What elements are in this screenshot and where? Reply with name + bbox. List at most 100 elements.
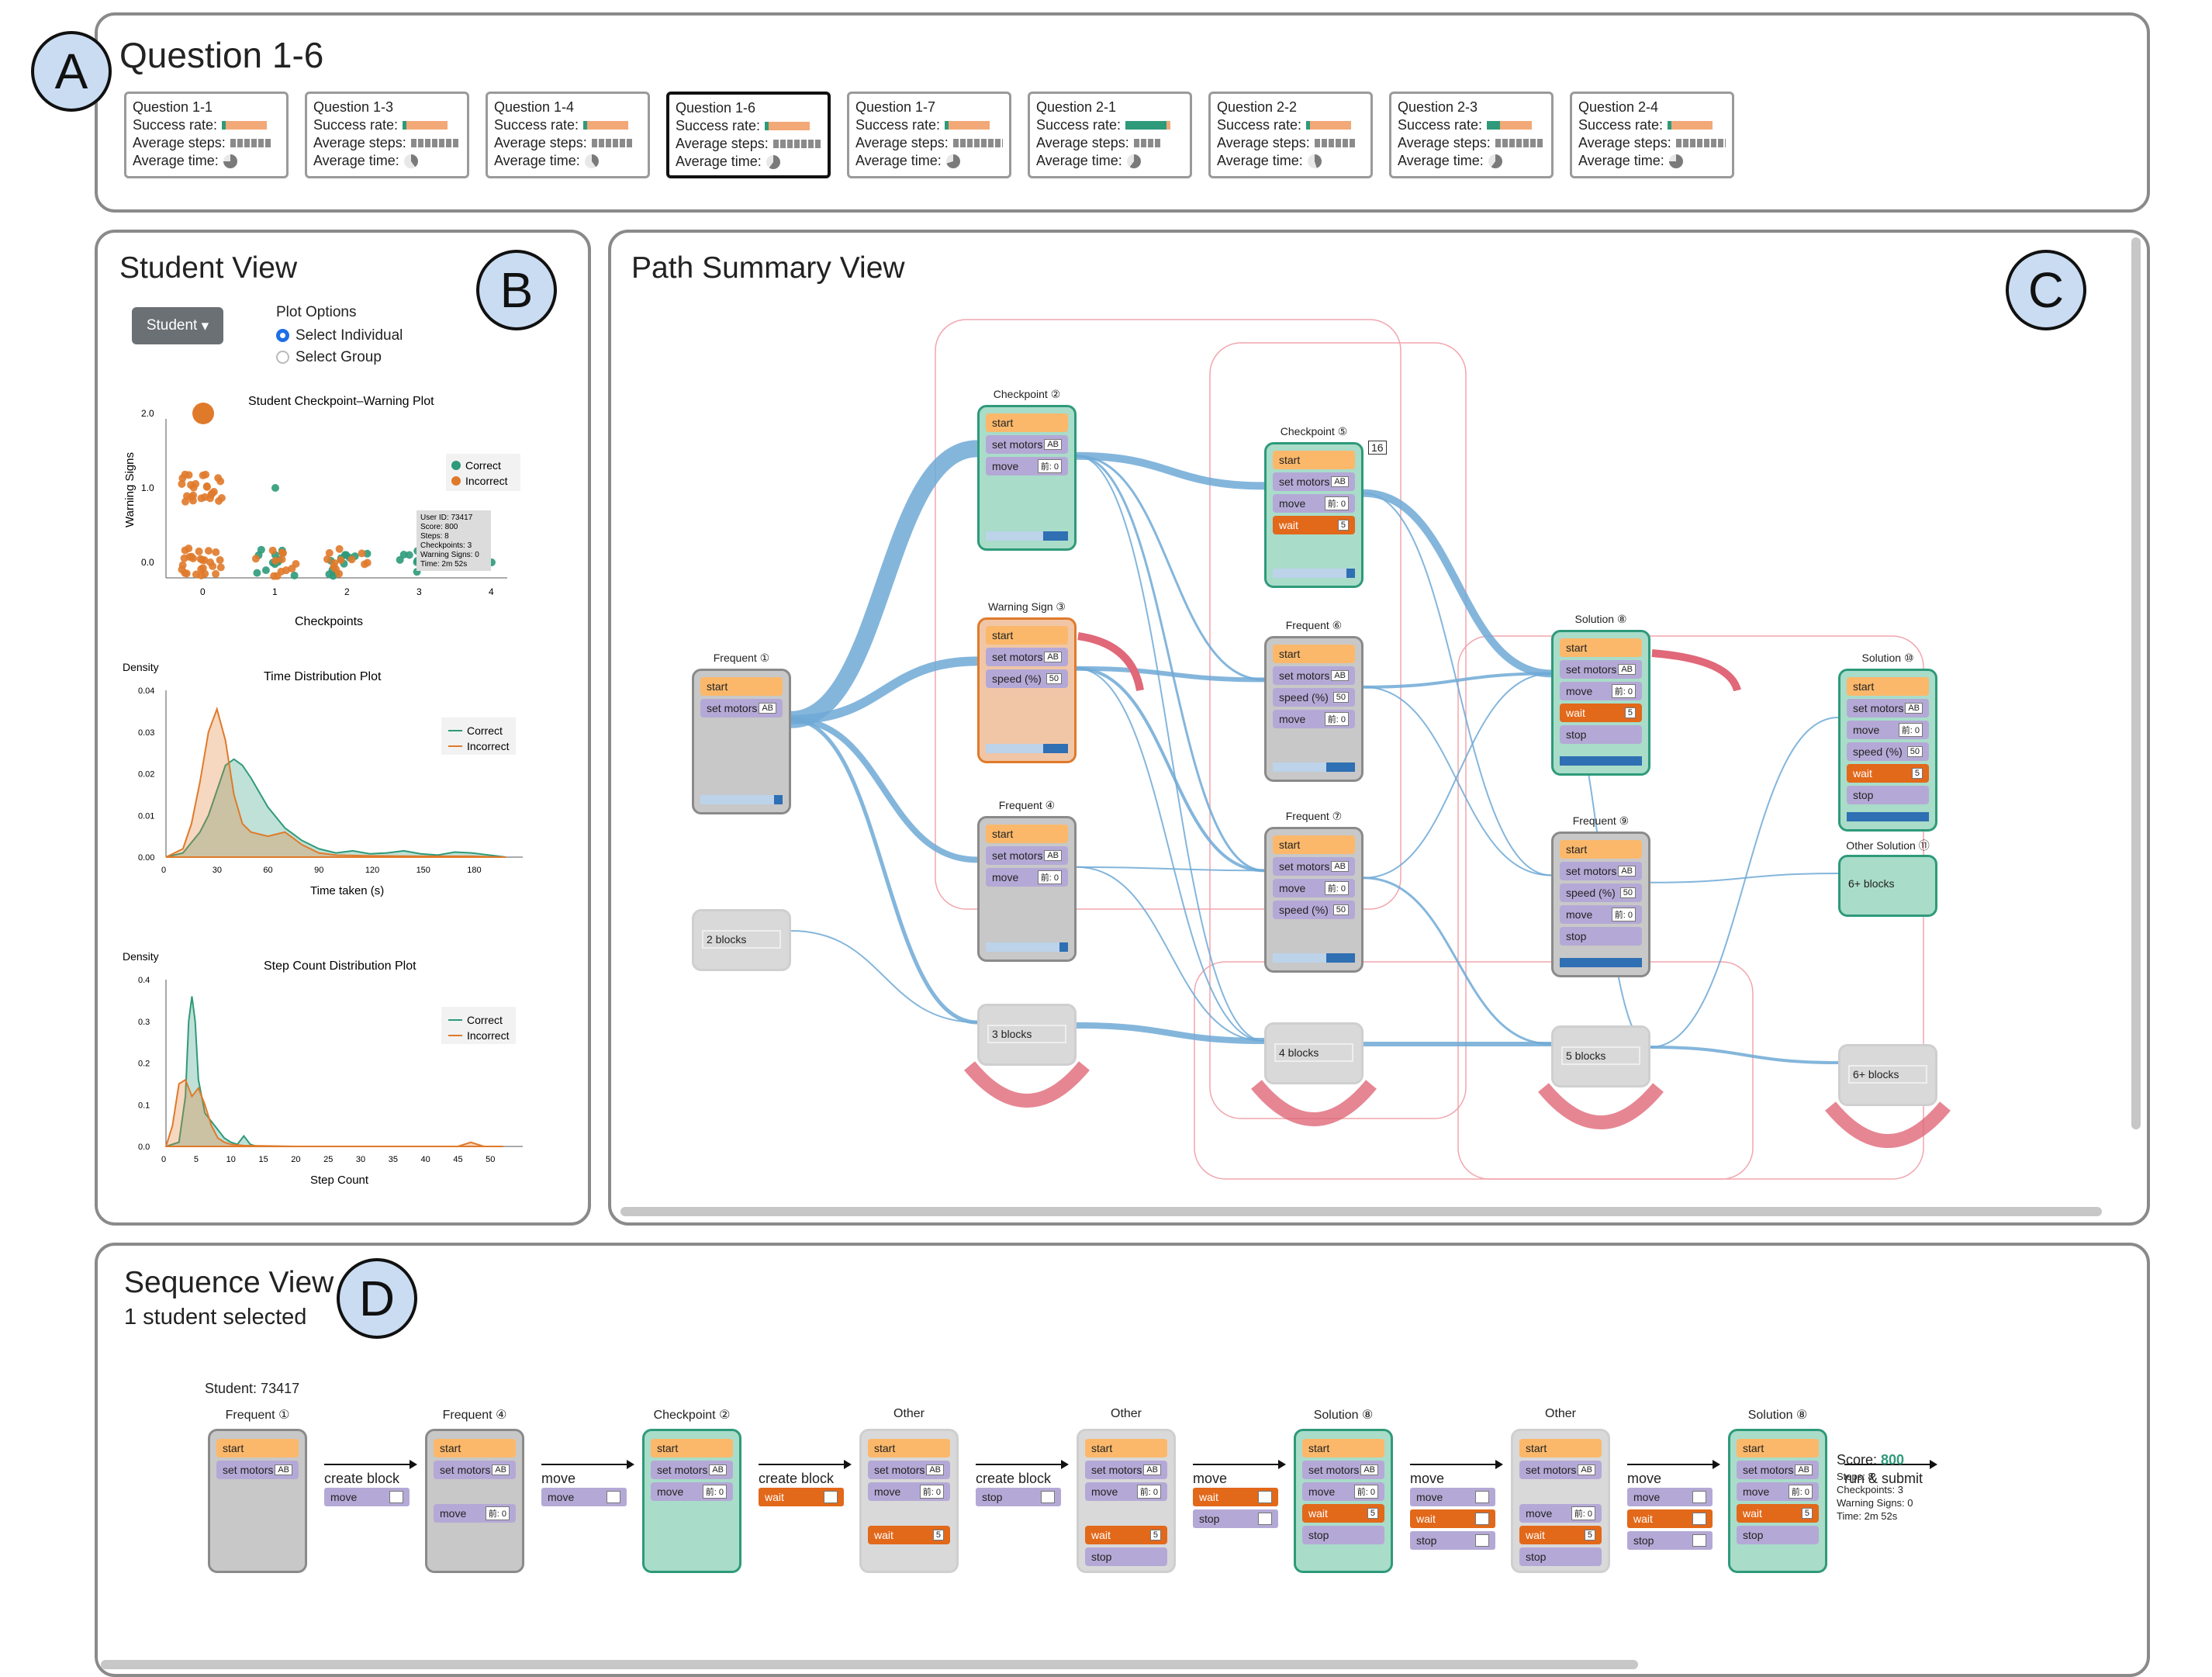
average-time-row: Average time: bbox=[133, 152, 280, 170]
block-label: move bbox=[1091, 1485, 1118, 1498]
flow-edge bbox=[1076, 455, 1265, 872]
block-label: speed (%) bbox=[1279, 904, 1329, 916]
average-steps-row: Average steps: bbox=[676, 135, 821, 153]
legend-label: Correct bbox=[467, 724, 503, 737]
path-node-progress bbox=[1273, 569, 1355, 578]
average-steps-bar bbox=[1495, 139, 1544, 147]
path-node-progress-fill bbox=[1560, 756, 1642, 766]
group-node-g2[interactable]: 2 blocks bbox=[692, 909, 791, 971]
scatter-point bbox=[271, 556, 280, 565]
path-block: speed (%)50 bbox=[1273, 901, 1355, 919]
select-individual-label: Select Individual bbox=[296, 327, 403, 344]
path-node-othersol11[interactable]: 6+ blocks bbox=[1838, 855, 1937, 917]
sequence-step-title: Frequent ① bbox=[225, 1409, 290, 1422]
scatter-point bbox=[197, 571, 206, 579]
group-node-g6[interactable]: 6+ blocks bbox=[1838, 1044, 1937, 1106]
average-time-row: Average time: bbox=[1036, 152, 1184, 170]
horizontal-scrollbar[interactable] bbox=[620, 1207, 2102, 1216]
scatter-point bbox=[323, 555, 331, 564]
select-individual-option[interactable]: Select Individual bbox=[276, 327, 403, 344]
tooltip-box bbox=[416, 510, 491, 571]
block-param: 前: 0 bbox=[1037, 459, 1062, 473]
average-steps-row: Average steps: bbox=[313, 134, 461, 152]
y-tick-label: 0.2 bbox=[138, 1060, 150, 1069]
block-label: set motors bbox=[1743, 1464, 1794, 1476]
path-node-title: Checkpoint ② bbox=[993, 388, 1061, 400]
path-block: start bbox=[700, 677, 783, 696]
group-node-label: 5 blocks bbox=[1561, 1046, 1640, 1065]
flow-edge bbox=[1076, 866, 1265, 872]
block-param: 50 bbox=[1906, 746, 1923, 757]
group-node-g5[interactable]: 5 blocks bbox=[1551, 1025, 1650, 1087]
select-group-option[interactable]: Select Group bbox=[276, 349, 382, 366]
legend-marker-incorrect bbox=[451, 476, 461, 486]
block-param: 前: 0 bbox=[1324, 496, 1349, 510]
path-node-title: Checkpoint ⑤ bbox=[1280, 425, 1348, 437]
radio-individual[interactable] bbox=[276, 329, 289, 343]
path-node-title: Solution ⑩ bbox=[1861, 652, 1914, 664]
average-time-pie-icon bbox=[766, 154, 780, 169]
density-area-incorrect bbox=[164, 1078, 503, 1147]
block-label: stop bbox=[1633, 1534, 1654, 1547]
group-node-g4[interactable]: 4 blocks bbox=[1264, 1022, 1363, 1084]
average-steps-row: Average steps: bbox=[1578, 134, 1726, 152]
radio-group[interactable] bbox=[276, 351, 289, 365]
score-value: 800 bbox=[1881, 1452, 1905, 1468]
block-param: 5 bbox=[1337, 520, 1349, 531]
scatter-point bbox=[257, 545, 265, 554]
group-node-g3[interactable]: 3 blocks bbox=[977, 1004, 1077, 1066]
action-label: create block bbox=[759, 1471, 835, 1486]
tooltip-line: Time: 2m 52s bbox=[420, 560, 467, 569]
path-block: start bbox=[1847, 677, 1929, 696]
block-label: stop bbox=[1416, 1534, 1437, 1547]
action-label: move bbox=[541, 1471, 576, 1486]
block-label: stop bbox=[1526, 1551, 1547, 1563]
block-label: start bbox=[1279, 454, 1301, 466]
success-rate-fill bbox=[945, 121, 949, 130]
vertical-scrollbar[interactable] bbox=[2131, 237, 2141, 1129]
student-dropdown-button[interactable]: Student ▾ bbox=[132, 307, 223, 344]
y-axis-label: Density bbox=[123, 950, 159, 963]
scatter-point bbox=[270, 572, 278, 580]
scatter-point bbox=[278, 555, 286, 564]
flow-edge bbox=[790, 717, 978, 1025]
sequence-scrollbar[interactable] bbox=[101, 1660, 1638, 1669]
success-rate-fill bbox=[222, 121, 226, 130]
block-param: 5 bbox=[1149, 1530, 1161, 1540]
success-rate-row: Success rate: bbox=[494, 116, 641, 134]
scatter-point bbox=[253, 569, 261, 577]
plot-options-label: Plot Options bbox=[276, 304, 357, 320]
